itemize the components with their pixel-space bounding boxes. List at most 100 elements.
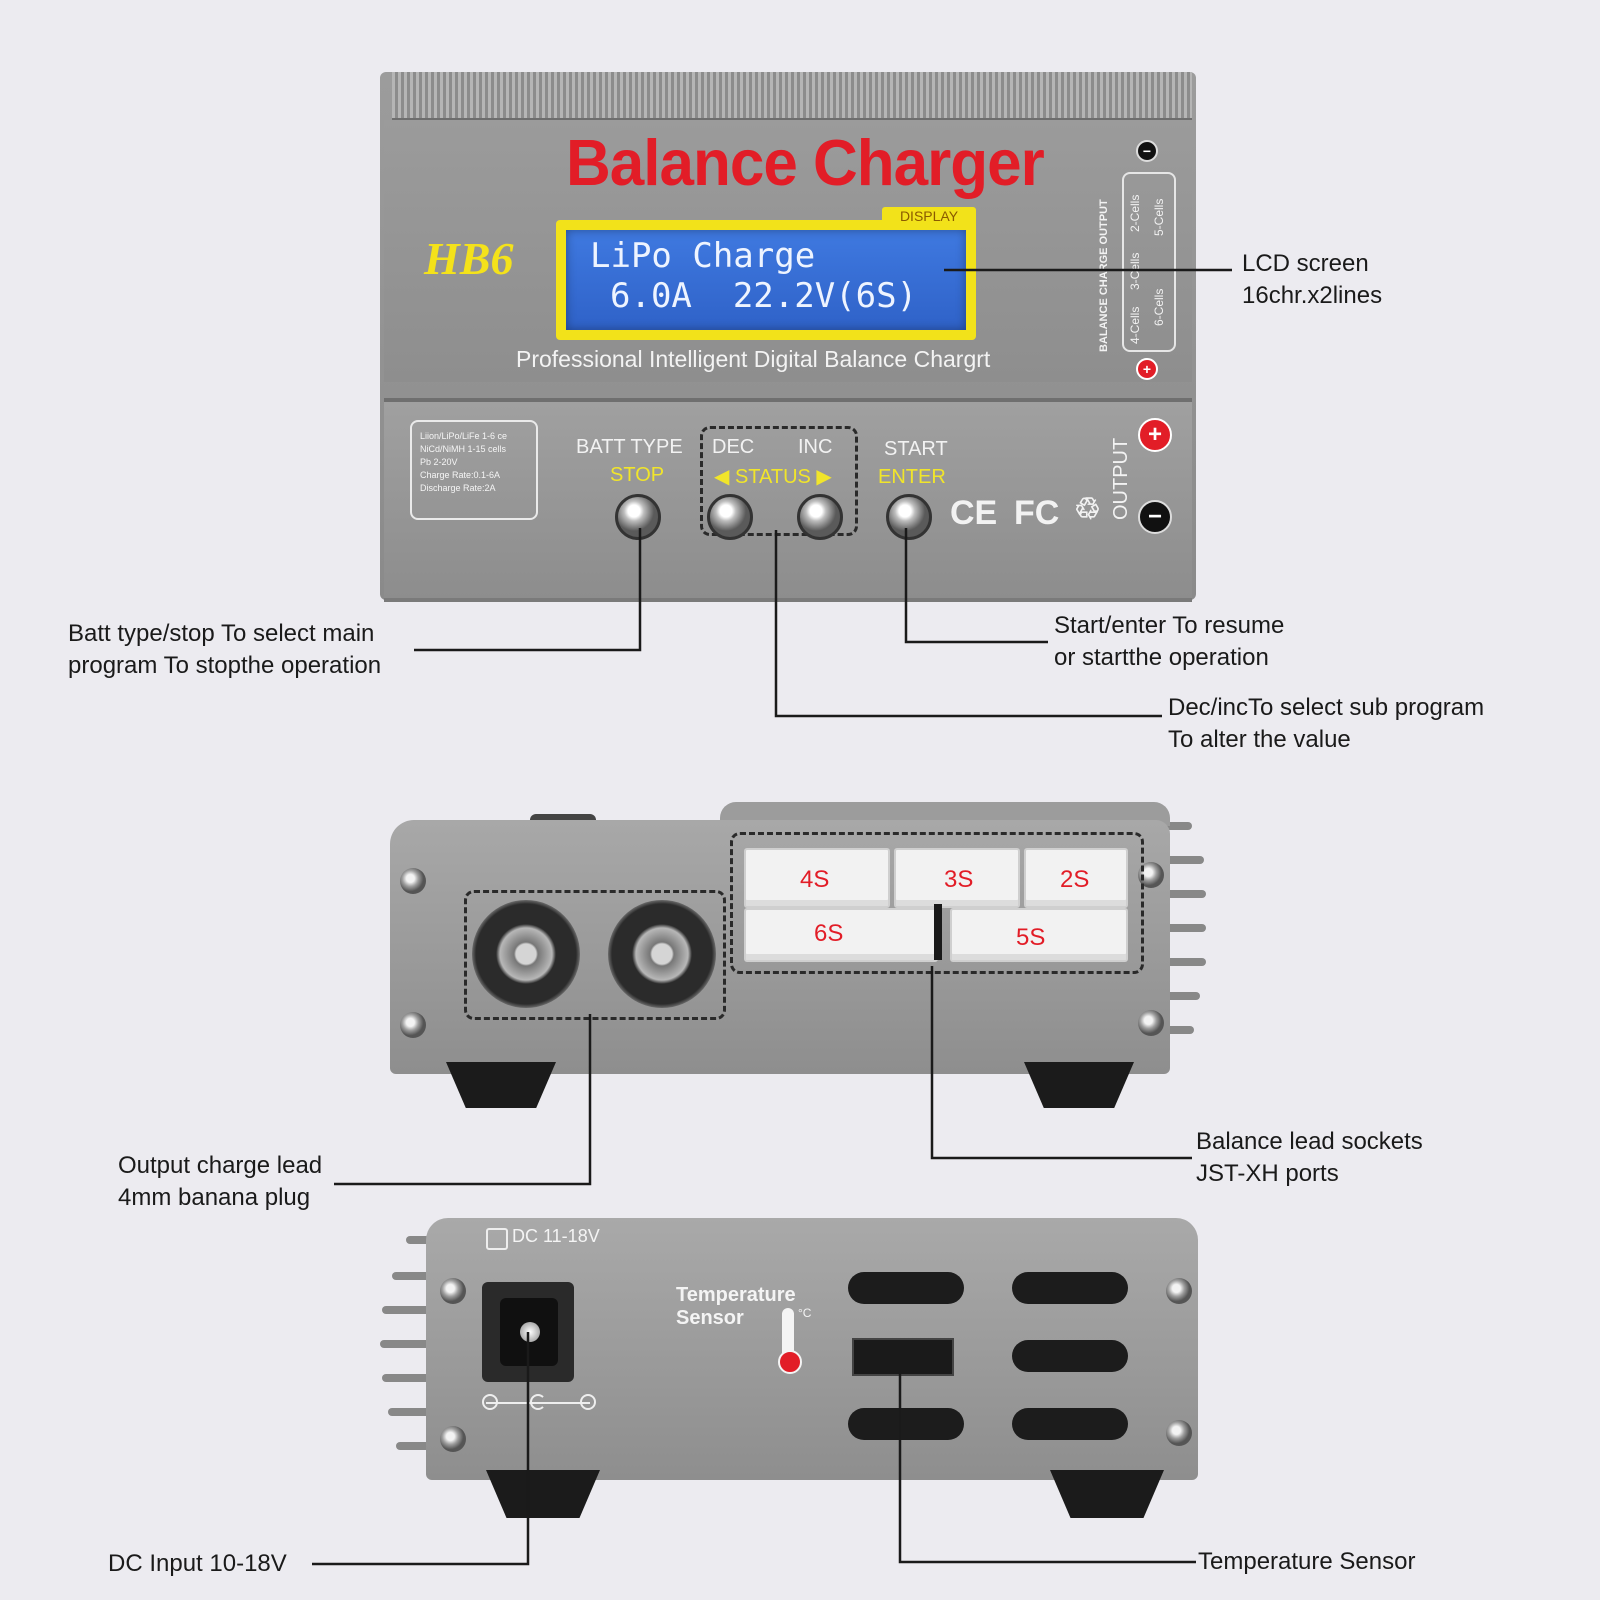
heatsink-fin (1160, 890, 1206, 898)
leader-dec-inc (774, 530, 1162, 718)
heatsink-fin (396, 1442, 438, 1450)
spec-line: Charge Rate:0.1-6A (420, 470, 501, 480)
spec-line: Discharge Rate:2A (420, 483, 496, 493)
spec-line: NiCd/NiMH 1-15 cells (420, 444, 507, 454)
fc-mark: FC (1014, 494, 1060, 532)
balance-plus-icon: + (1136, 358, 1158, 380)
display-tag: DISPLAY (882, 207, 976, 225)
model-name: HB6 (424, 233, 514, 284)
balance-ports-outline (730, 832, 1144, 974)
foot (1024, 1062, 1134, 1108)
callout-line: Dec/incTo select sub program (1168, 694, 1485, 721)
vent-slot (1012, 1340, 1128, 1372)
leader-start-enter (904, 528, 1048, 644)
dec-inc-outline (700, 426, 858, 536)
jst-port-4s[interactable] (744, 848, 890, 908)
callout-line: JST-XH ports (1196, 1160, 1339, 1187)
port-label-2s: 2S (1060, 866, 1090, 893)
callout-lcd: LCD screen 16chr.x2lines (1242, 248, 1382, 312)
stop-label: STOP (610, 464, 665, 486)
dc-jack-pin (520, 1322, 540, 1342)
screw-icon (400, 1012, 426, 1038)
batt-type-stop-button[interactable] (615, 494, 661, 540)
spec-line: Liion/LiPo/LiFe 1-6 ce (420, 431, 508, 441)
heatsink-fin (388, 1408, 438, 1416)
heatsink-fin (382, 1374, 438, 1382)
callout-line: 16chr.x2lines (1242, 282, 1383, 309)
output-plus-icon: + (1138, 418, 1172, 452)
banana-outline (464, 890, 726, 1020)
heatsink-fin (406, 1236, 438, 1244)
port-label-5s: 5S (1016, 924, 1046, 951)
jst-port-2s[interactable] (1024, 848, 1128, 908)
banana-jack-negative[interactable] (472, 900, 580, 1008)
port-label-3s: 3S (944, 866, 974, 893)
screw-icon (400, 868, 426, 894)
callout-start-enter: Start/enter To resume or startthe operat… (1054, 610, 1284, 674)
tagline: Professional Intelligent Digital Balance… (516, 346, 991, 372)
leader-dc-input (312, 1332, 530, 1566)
foot (486, 1470, 600, 1518)
port-label-4s: 4S (800, 866, 830, 893)
leader-balance-sockets (930, 966, 1192, 1160)
callout-balance-sockets: Balance lead sockets JST-XH ports (1196, 1126, 1423, 1190)
vent-slot (1012, 1272, 1128, 1304)
socket-divider (934, 904, 942, 960)
vent-slot (848, 1272, 964, 1304)
callout-line: Batt type/stop To select main (68, 620, 375, 647)
screw-icon (1166, 1420, 1192, 1446)
dec-button[interactable] (707, 494, 753, 540)
callout-line: 4mm banana plug (118, 1184, 311, 1211)
leader-batt-stop (414, 528, 642, 652)
callout-output-lead: Output charge lead 4mm banana plug (118, 1150, 322, 1214)
lcd-screen (566, 230, 966, 330)
callout-dc-input: DC Input 10-18V (108, 1550, 287, 1577)
callout-batt-stop: Batt type/stop To select main program To… (68, 618, 381, 682)
heatsink-fin (1160, 924, 1206, 932)
jst-port-5s[interactable] (950, 908, 1128, 962)
balance-output-strip (1122, 172, 1176, 352)
screw-icon (440, 1278, 466, 1304)
jst-port-6s[interactable] (744, 908, 938, 962)
port-label-6s: 6S (814, 920, 844, 947)
spec-box: Liion/LiPo/LiFe 1-6 ce NiCd/NiMH 1-15 ce… (410, 420, 538, 520)
status-label: ◀ STATUS ▶ (714, 466, 832, 488)
heatsink-fin (1160, 1026, 1194, 1034)
screw-icon (1138, 1010, 1164, 1036)
screw-icon (1166, 1278, 1192, 1304)
leader-output-lead (334, 1014, 592, 1186)
ce-mark: CE (950, 494, 998, 532)
enter-label: ENTER (878, 466, 946, 488)
banana-jack-positive[interactable] (608, 900, 716, 1008)
inc-label: INC (798, 436, 833, 458)
callout-line: or startthe operation (1054, 644, 1269, 671)
callout-temp-sensor: Temperature Sensor (1198, 1548, 1416, 1575)
leader-temp-sensor (898, 1358, 1196, 1564)
temp-label-line2: Sensor (676, 1307, 744, 1329)
callout-line: program To stopthe operation (68, 652, 382, 679)
temp-label-line1: Temperature (676, 1284, 796, 1306)
temp-sensor-port[interactable] (852, 1338, 954, 1376)
heatsink-fins (392, 72, 1192, 121)
heatsink-fin (1160, 992, 1200, 1000)
heatsink-fin (1160, 822, 1192, 830)
start-enter-button[interactable] (886, 494, 932, 540)
spec-line: Pb 2-20V (420, 457, 458, 467)
inc-button[interactable] (797, 494, 843, 540)
dec-label: DEC (712, 436, 755, 458)
heatsink-fin (392, 1272, 438, 1280)
celsius-label: °C (798, 1306, 812, 1320)
dc-square-icon (486, 1228, 508, 1250)
jst-port-3s[interactable] (894, 848, 1020, 908)
front-panel-lower (384, 398, 1192, 602)
callout-line: To alter the value (1168, 726, 1351, 753)
polarity-minus-icon (482, 1394, 498, 1410)
foot (446, 1062, 556, 1108)
lcd-line-2: 6.0A 22.2V(6S) (610, 276, 918, 316)
callout-line: Balance lead sockets (1196, 1128, 1423, 1155)
foot (1050, 1470, 1164, 1518)
dc-rating-label: DC 11-18V (512, 1226, 600, 1246)
polarity-center-icon (530, 1394, 546, 1410)
callout-line: Start/enter To resume (1054, 612, 1285, 639)
